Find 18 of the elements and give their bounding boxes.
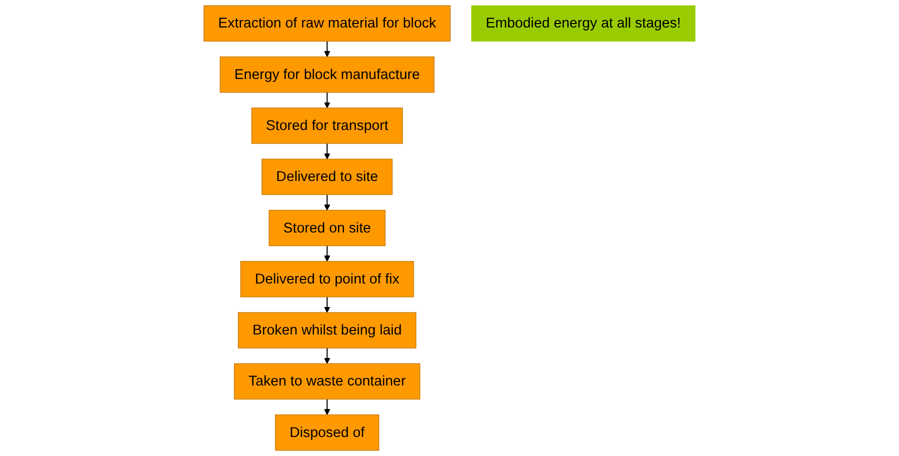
node-box: Extraction of raw material for block bbox=[204, 5, 451, 42]
node-box: Delivered to point of fix bbox=[240, 261, 414, 298]
node-box: Stored on site bbox=[268, 210, 386, 246]
arrow bbox=[324, 246, 330, 262]
node-box: Disposed of bbox=[275, 414, 380, 451]
node-box: Taken to waste container bbox=[234, 363, 420, 400]
arrow bbox=[324, 194, 330, 211]
node-box: Energy for block manufacture bbox=[220, 56, 434, 93]
arrow bbox=[324, 296, 330, 313]
arrow bbox=[324, 143, 330, 160]
node-box: Embodied energy at all stages! bbox=[471, 5, 696, 42]
node-box: Delivered to site bbox=[262, 158, 393, 195]
arrow bbox=[324, 399, 330, 416]
node-box: Stored for transport bbox=[251, 108, 403, 144]
arrow bbox=[324, 41, 330, 58]
node-box: Broken whilst being laid bbox=[238, 312, 416, 348]
arrow bbox=[324, 348, 330, 364]
arrow bbox=[324, 92, 330, 108]
